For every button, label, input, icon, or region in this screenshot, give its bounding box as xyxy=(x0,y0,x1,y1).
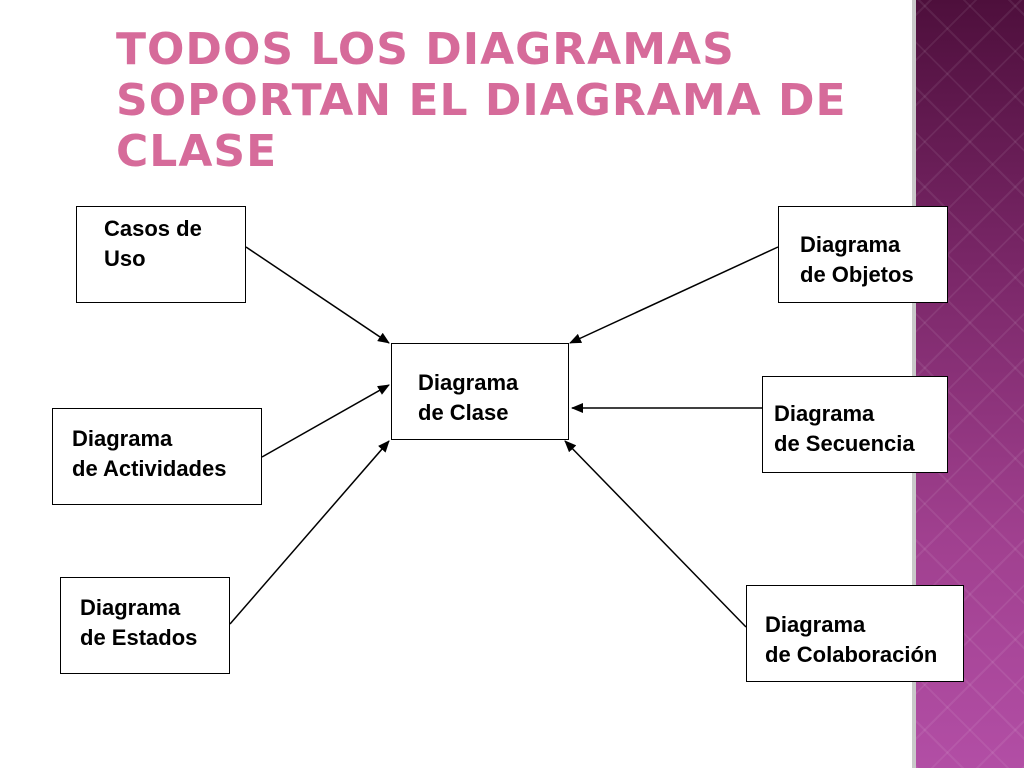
label-line: Diagrama xyxy=(800,232,901,257)
node-diagrama-de-objetos xyxy=(778,206,948,303)
node-diagrama-de-clase xyxy=(391,343,569,440)
title-line-3: CLASE xyxy=(116,126,278,177)
label-line: de Estados xyxy=(80,625,198,650)
label-diagrama-de-estados: Diagrama de Estados xyxy=(80,593,197,653)
label-line: de Actividades xyxy=(72,456,227,481)
label-line: Diagrama xyxy=(418,370,519,395)
arrow-actividades-to-clase xyxy=(261,384,390,458)
label-line: Diagrama xyxy=(774,401,875,426)
arrow-casos-uso-to-clase xyxy=(245,246,390,344)
slide-title: TODOS LOS DIAGRAMAS SOPORTAN EL DIAGRAMA… xyxy=(116,24,896,177)
arrow-estados-to-clase xyxy=(229,440,390,625)
label-line: de Secuencia xyxy=(774,431,915,456)
label-line: Diagrama xyxy=(765,612,866,637)
label-line: Casos de xyxy=(104,216,202,241)
label-diagrama-de-objetos: Diagrama de Objetos xyxy=(800,230,914,290)
label-line: Uso xyxy=(104,246,146,271)
label-line: Diagrama xyxy=(72,426,173,451)
node-diagrama-de-secuencia xyxy=(762,376,948,473)
label-diagrama-de-colaboracion: Diagrama de Colaboración xyxy=(765,610,937,670)
arrow-objetos-to-clase xyxy=(569,246,779,344)
label-line: Diagrama xyxy=(80,595,181,620)
label-line: de Colaboración xyxy=(765,642,938,667)
label-casos-de-uso: Casos de Uso xyxy=(104,214,202,274)
node-diagrama-de-actividades xyxy=(52,408,262,505)
label-diagrama-de-actividades: Diagrama de Actividades xyxy=(72,424,226,484)
arrow-colaboracion-to-clase xyxy=(564,440,747,628)
node-diagrama-de-colaboracion xyxy=(746,585,964,682)
node-casos-de-uso xyxy=(76,206,246,303)
title-line-2: SOPORTAN EL DIAGRAMA DE xyxy=(116,75,847,126)
label-diagrama-de-secuencia: Diagrama de Secuencia xyxy=(774,399,915,459)
label-line: de Clase xyxy=(418,400,509,425)
label-line: de Objetos xyxy=(800,262,914,287)
label-diagrama-de-clase: Diagrama de Clase xyxy=(418,368,518,428)
node-diagrama-de-estados xyxy=(60,577,230,674)
title-line-1: TODOS LOS DIAGRAMAS xyxy=(116,24,735,75)
